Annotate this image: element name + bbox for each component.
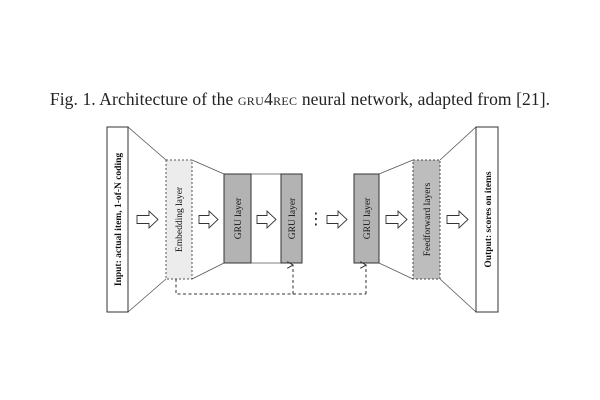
embedding-label: Embedding layer xyxy=(175,186,185,252)
ellipsis: ⋮ xyxy=(308,209,324,228)
arrow-to-gru3 xyxy=(326,209,348,230)
arrow-gru3-to-feedforward xyxy=(385,209,408,230)
gru-layer-2-label: GRU layer xyxy=(288,197,298,239)
arrow-gru1-to-gru2 xyxy=(256,209,277,230)
figure-caption: Fig. 1. Architecture of the gru4rec neur… xyxy=(0,89,600,110)
gru-connector-lines xyxy=(251,173,281,264)
input-funnel xyxy=(127,126,167,313)
caption-suffix: neural network, adapted from [21]. xyxy=(297,89,551,109)
input-label: Input: actual item, 1-of-N coding xyxy=(114,153,124,287)
input-box xyxy=(106,126,129,313)
caption-model-name: gru4rec xyxy=(237,89,298,109)
arrow-embedding-to-gru1 xyxy=(198,209,219,230)
output-label: Output: scores on items xyxy=(484,171,494,267)
dashed-feedback-connection xyxy=(175,265,366,295)
feedforward-layers-box xyxy=(412,159,441,280)
embedding-funnel xyxy=(191,159,225,280)
gru-layer-3-label: GRU layer xyxy=(363,197,373,239)
gru-to-feedforward-funnel xyxy=(378,159,414,280)
feedforward-label: Feedforward layers xyxy=(422,182,433,256)
output-funnel xyxy=(439,126,477,313)
output-box xyxy=(475,126,499,313)
caption-prefix: Fig. 1. Architecture of the xyxy=(49,89,238,109)
arrow-feedforward-to-output xyxy=(446,209,469,230)
arrow-input-to-embedding xyxy=(136,209,159,230)
gru-layer-1-label: GRU layer xyxy=(234,197,244,239)
gru-layer-1-box xyxy=(223,173,252,264)
embedding-layer-box xyxy=(165,159,193,280)
